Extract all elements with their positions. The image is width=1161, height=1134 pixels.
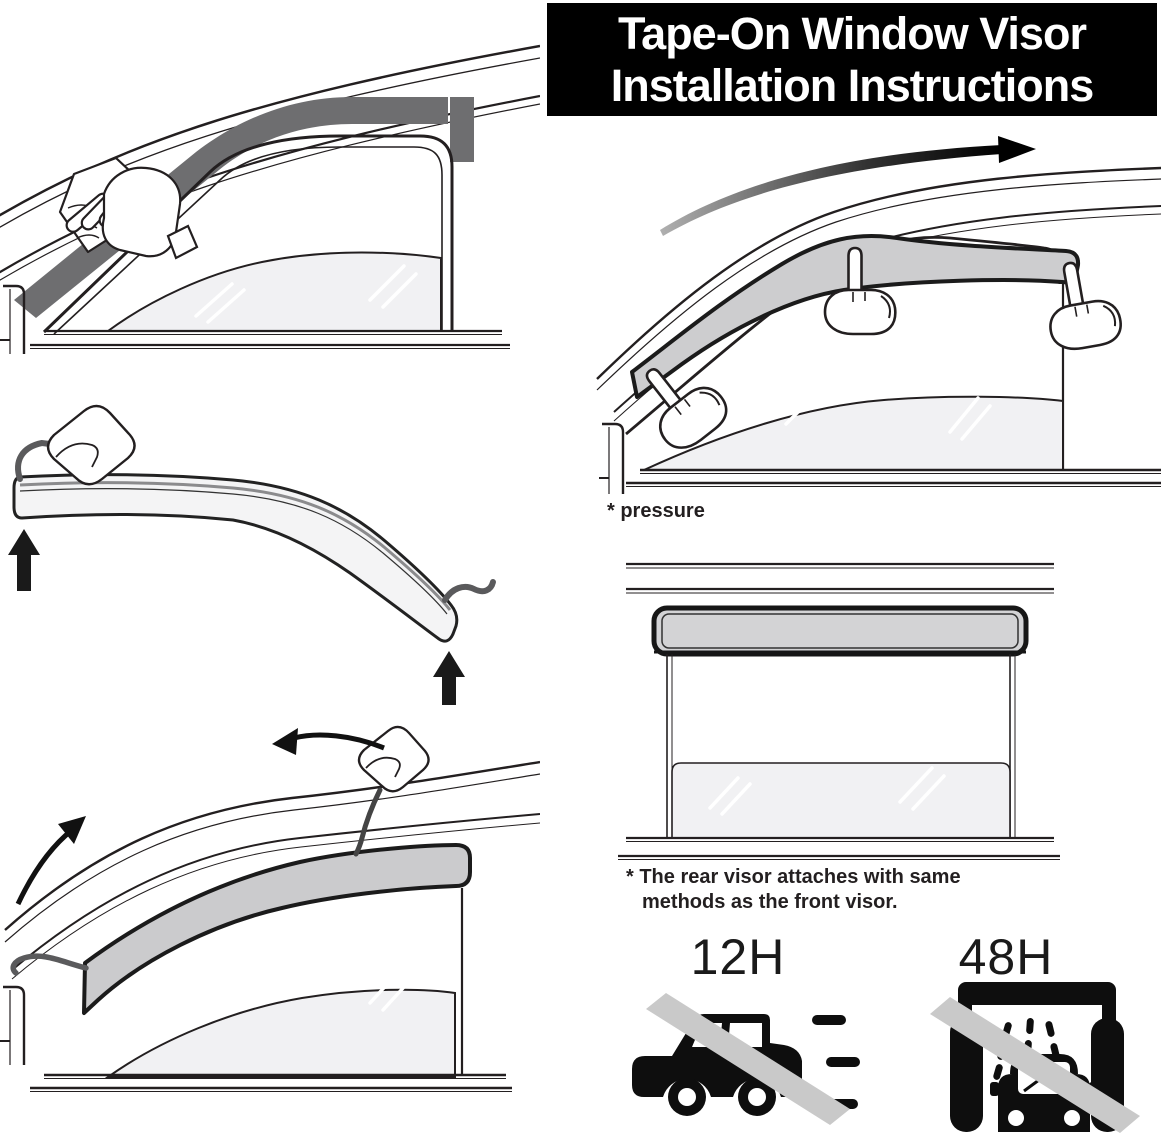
panel-clean-window-frame	[0, 44, 540, 354]
rear-visor-installed	[651, 605, 1029, 657]
no-driving-icon	[632, 993, 860, 1125]
cross-out-band	[930, 997, 1140, 1133]
visor-piece	[12, 473, 459, 643]
door-belt-lines	[30, 1073, 512, 1092]
a-pillar-bracket	[599, 422, 625, 494]
no-driving-duration-label: 12H	[690, 929, 786, 985]
tape-liner-left	[15, 439, 61, 482]
rear-note-line-1: * The rear visor attaches with same	[626, 866, 961, 888]
window-glass	[104, 966, 456, 1078]
direction-arrow-icon	[660, 136, 1036, 236]
door-belt-lines	[30, 329, 510, 349]
tape-liner-right	[442, 579, 496, 603]
title-banner: Tape-On Window Visor Installation Instru…	[547, 3, 1157, 116]
car-roof-lines	[626, 562, 1054, 594]
cleaning-hand-icon	[58, 156, 199, 260]
a-pillar-bracket	[0, 284, 26, 354]
window-glass	[104, 251, 442, 332]
title-line-1: Tape-On Window Visor	[618, 8, 1087, 59]
door-belt-lines	[618, 836, 1060, 860]
window-frame	[42, 134, 454, 335]
up-arrow-icon	[8, 529, 40, 591]
visor-installed	[82, 843, 472, 1015]
adhesion-area-stripe	[14, 97, 474, 318]
window-glass	[643, 395, 1064, 471]
door-belt-lines	[626, 468, 1161, 487]
panel-press-visor	[596, 136, 1161, 494]
panel-peel-tape	[8, 404, 496, 705]
pressure-note: * pressure	[607, 500, 705, 522]
car-roof-lines	[4, 760, 540, 980]
a-pillar-bracket	[0, 985, 26, 1065]
title-line-2: Installation Instructions	[610, 60, 1095, 111]
window-glass	[671, 762, 1011, 839]
direction-arrow-icon	[15, 816, 86, 906]
panel-apply-visor	[0, 725, 540, 1092]
panel-rear-visor	[618, 562, 1060, 860]
no-wash-duration-label: 48H	[958, 929, 1054, 985]
peel-tape-hand-icon	[46, 404, 136, 486]
no-car-wash-icon	[930, 982, 1140, 1133]
rear-note-line-2: methods as the front visor.	[642, 891, 898, 913]
tape-liner-tail	[10, 953, 89, 976]
cross-out-band	[646, 993, 850, 1125]
direction-arrow-icon	[272, 728, 385, 755]
up-arrow-icon	[433, 651, 465, 705]
